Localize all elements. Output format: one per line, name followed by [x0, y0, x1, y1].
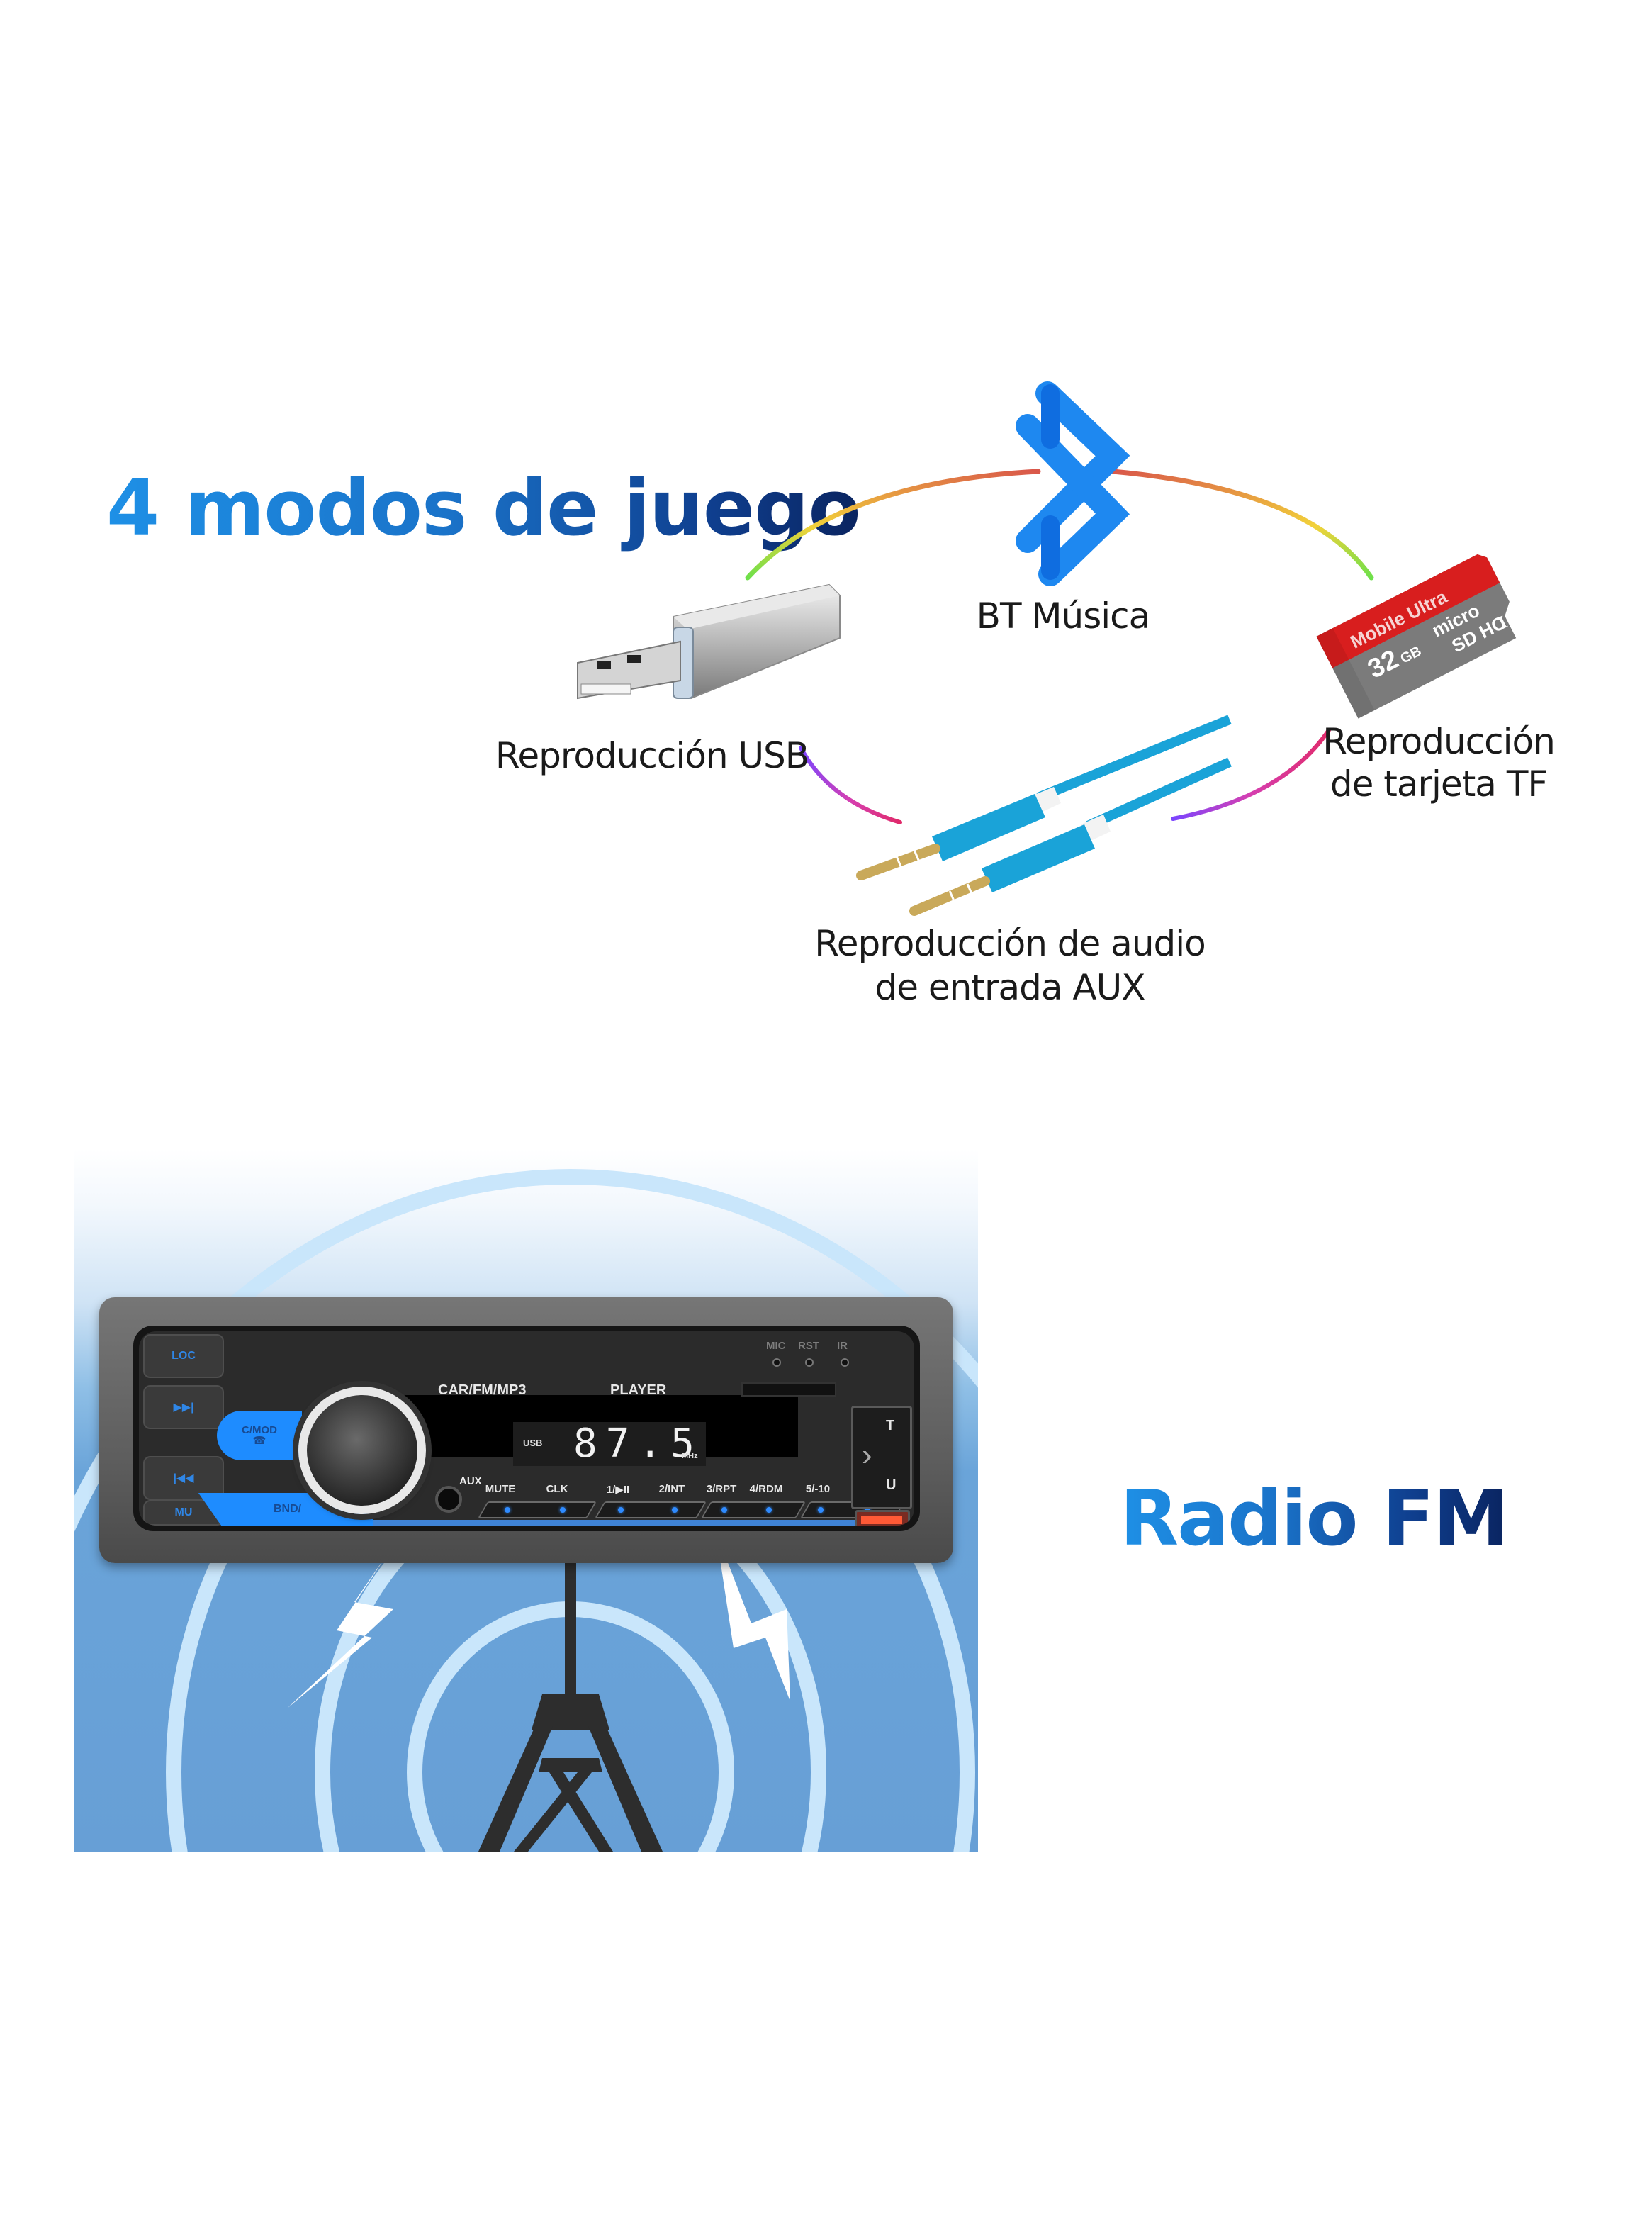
usb-drive-icon	[577, 583, 841, 700]
display-header-left: CAR/FM/MP3	[438, 1382, 527, 1398]
bluetooth-icon	[1016, 381, 1130, 586]
mode-tf-card: Mobile Ultra 32 GB micro SD HC I	[1304, 539, 1538, 723]
display-header-right: PLAYER	[610, 1382, 667, 1398]
mode-aux-label-line2: de entrada AUX	[875, 967, 1146, 1008]
indicator-rst-label: RST	[798, 1340, 819, 1352]
led-dot	[766, 1507, 772, 1513]
led-dot	[672, 1507, 678, 1513]
indicator-ir-label: IR	[837, 1340, 848, 1352]
prev-track-button[interactable]: |◀◀	[143, 1456, 224, 1500]
tf-card-door[interactable]: T › U	[851, 1406, 912, 1509]
preset-label-mute: MUTE	[485, 1483, 516, 1495]
preset-1-2-key[interactable]	[595, 1501, 707, 1518]
mode-tf-label-line1: Reproducción	[1322, 721, 1556, 762]
lcd-mode: USB	[523, 1438, 543, 1448]
loc-button[interactable]: LOC	[143, 1334, 224, 1378]
lcd-unit: MHz	[682, 1452, 698, 1460]
usb-port[interactable]	[855, 1510, 910, 1526]
aux-cable-icon	[856, 715, 1232, 916]
preset-label-3: 3/RPT	[706, 1483, 737, 1495]
microsd-card-icon: Mobile Ultra 32 GB micro SD HC I	[1316, 554, 1517, 719]
led-dot	[618, 1507, 624, 1513]
prev-track-icon: |◀◀	[173, 1472, 194, 1484]
stereo-faceplate: LOC ▶▶| |◀◀ MU C/MOD ☎ BND/ CAR/FM/MP3 P…	[133, 1326, 920, 1531]
indicator-mic-label: MIC	[766, 1340, 786, 1352]
preset-label-4: 4/RDM	[749, 1483, 783, 1495]
aux-label: AUX	[459, 1475, 482, 1487]
preset-label-5: 5/-10	[805, 1483, 831, 1495]
aux-jack[interactable]	[435, 1486, 462, 1513]
mode-bluetooth	[1006, 372, 1134, 592]
lcd-frequency: 87.5	[573, 1421, 703, 1467]
next-track-icon: ▶▶|	[173, 1401, 194, 1414]
mode-tf-label-line2: de tarjeta TF	[1330, 763, 1548, 805]
preset-3-4-key[interactable]	[701, 1501, 806, 1518]
volume-knob[interactable]	[298, 1387, 426, 1514]
blue-accent-strip	[373, 1520, 855, 1526]
mic-hole	[772, 1358, 781, 1367]
chevron-right-icon: ›	[862, 1438, 872, 1472]
modes-title: 4 modos de juego	[106, 464, 861, 553]
preset-label-2: 2/INT	[658, 1483, 685, 1495]
preset-label-clk: CLK	[546, 1483, 568, 1495]
preset-label-1: 1/▶II	[606, 1484, 630, 1496]
mode-bluetooth-label: BT Música	[976, 595, 1151, 637]
led-dot	[818, 1507, 824, 1513]
ir-sensor	[841, 1358, 849, 1367]
next-track-button[interactable]: ▶▶|	[143, 1385, 224, 1429]
mode-usb-label: Reproducción USB	[495, 735, 809, 776]
led-dot	[560, 1507, 566, 1513]
led-dot	[721, 1507, 727, 1513]
reset-button[interactable]	[805, 1358, 814, 1367]
mode-button[interactable]: C/MOD ☎	[217, 1411, 302, 1460]
mode-ring-arcs	[745, 469, 1374, 824]
phone-icon: ☎	[252, 1435, 266, 1447]
lcd-display: USB 87.5 MHz	[513, 1422, 706, 1466]
car-stereo-unit: LOC ▶▶| |◀◀ MU C/MOD ☎ BND/ CAR/FM/MP3 P…	[99, 1297, 953, 1563]
mode-aux	[847, 712, 1244, 925]
mode-aux-label-line1: Reproducción de audio	[814, 923, 1206, 964]
radio-illustration-panel: LOC ▶▶| |◀◀ MU C/MOD ☎ BND/ CAR/FM/MP3 P…	[74, 1148, 978, 1852]
mute-clk-key[interactable]	[478, 1501, 597, 1518]
mode-usb	[567, 574, 843, 716]
radio-fm-title: Radio FM	[1120, 1474, 1509, 1563]
led-dot	[505, 1507, 510, 1513]
display-slot	[741, 1382, 836, 1397]
